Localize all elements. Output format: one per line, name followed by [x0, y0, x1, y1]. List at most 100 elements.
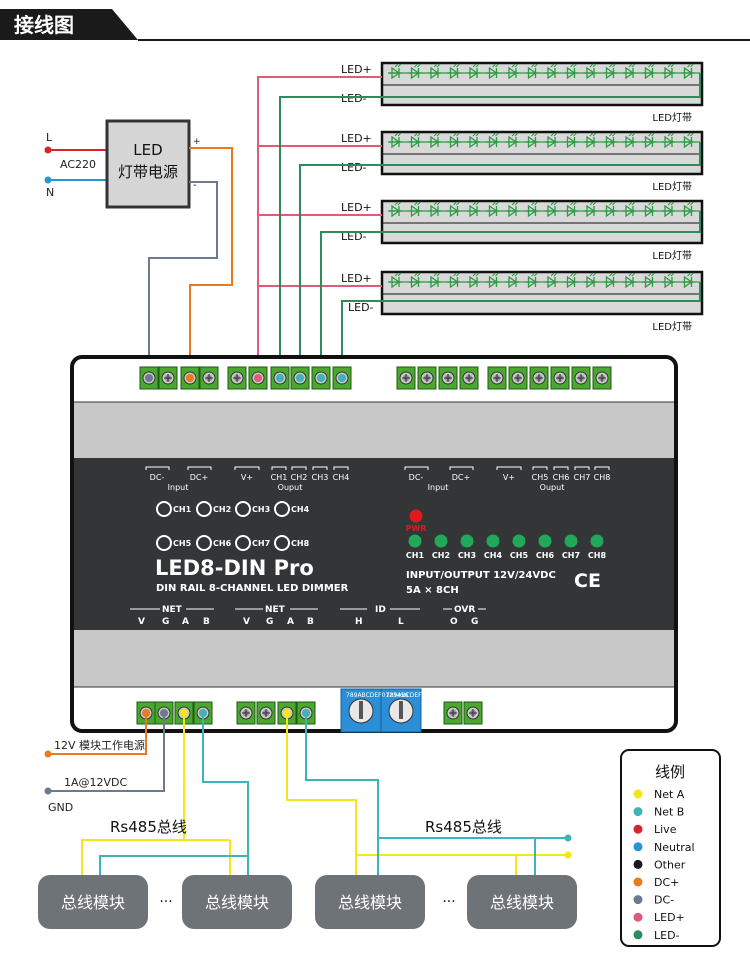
- svg-text:CH3: CH3: [252, 505, 270, 514]
- led-strips: LED+LED-LED灯带LED+LED-LED灯带LED+LED-LED灯带L…: [341, 61, 704, 333]
- terminal: [550, 366, 570, 390]
- svg-text:OVR: OVR: [454, 605, 475, 615]
- bus-left: [81, 713, 249, 875]
- legend-item: Net A: [654, 788, 685, 801]
- svg-text:CH4: CH4: [333, 473, 350, 482]
- svg-text:CH7: CH7: [574, 473, 591, 482]
- svg-text:总线模块: 总线模块: [338, 893, 402, 912]
- legend-item: LED+: [654, 911, 685, 924]
- terminal: [571, 366, 591, 390]
- svg-text:789ABCDEF0123456: 789ABCDEF0123456: [346, 692, 409, 699]
- channel-led: [460, 534, 474, 548]
- channel-button-1[interactable]: CH1: [156, 501, 192, 517]
- led-strip: LED+ LED- LED灯带: [341, 199, 704, 262]
- bus-module: 总线模块: [467, 875, 577, 929]
- channel-led-label: CH8: [588, 551, 607, 560]
- svg-text:NET: NET: [265, 605, 286, 615]
- legend-swatch: [633, 789, 643, 799]
- ac-l-label: L: [46, 131, 53, 144]
- svg-text:CH3: CH3: [312, 473, 329, 482]
- legend-title: 线例: [655, 763, 685, 781]
- led-power-supply: LED 灯带电源 + -: [105, 119, 201, 209]
- module-current-label: 1A@12VDC: [64, 776, 128, 789]
- channel-led-label: CH5: [510, 551, 529, 560]
- svg-text:Ouput: Ouput: [540, 483, 565, 492]
- svg-text:CH1: CH1: [271, 473, 288, 482]
- channel-button-4[interactable]: CH4: [274, 501, 310, 517]
- pwr-label: PWR: [406, 524, 427, 533]
- svg-text:CH4: CH4: [291, 505, 310, 514]
- svg-text:DC+: DC+: [452, 473, 470, 482]
- legend-item: Neutral: [654, 841, 695, 854]
- legend-item: Other: [654, 858, 686, 871]
- channel-led-label: CH2: [432, 551, 450, 560]
- dc-minus-wire: [148, 181, 218, 378]
- strip-name: LED灯带: [652, 112, 692, 124]
- svg-text:G: G: [162, 617, 169, 627]
- legend-swatch: [633, 912, 643, 922]
- terminal: [508, 366, 528, 390]
- svg-text:CH5: CH5: [173, 539, 192, 548]
- terminal: [158, 366, 178, 390]
- page-title: 接线图: [14, 13, 74, 37]
- ac-n-label: N: [46, 186, 54, 199]
- terminal: [417, 366, 437, 390]
- bus-label-left: Rs485总线: [110, 818, 187, 836]
- psu-line2: 灯带电源: [118, 163, 178, 181]
- strip-name: LED灯带: [652, 321, 692, 333]
- id-dials[interactable]: 789ABCDEF0123456 789ABCDEF0123456: [340, 688, 449, 733]
- svg-text:总线模块: 总线模块: [61, 893, 125, 912]
- channel-led-label: CH6: [536, 551, 555, 560]
- legend-swatch: [633, 859, 643, 869]
- channel-led: [408, 534, 422, 548]
- svg-text:V+: V+: [241, 473, 253, 482]
- svg-text:A: A: [182, 617, 189, 627]
- strip-name: LED灯带: [652, 250, 692, 262]
- terminal: [396, 366, 416, 390]
- led-minus-label: LED-: [348, 301, 374, 314]
- controller: [70, 355, 678, 733]
- bus-dots: ···: [159, 894, 172, 910]
- channel-button-2[interactable]: CH2: [196, 501, 231, 517]
- led-plus-label: LED+: [341, 201, 372, 214]
- model-desc: DIN RAIL 8-CHANNEL LED DIMMER: [156, 583, 349, 594]
- channel-button-3[interactable]: CH3: [235, 501, 270, 517]
- terminal: [227, 366, 247, 390]
- channel-button-6[interactable]: CH6: [196, 535, 232, 551]
- svg-text:NET: NET: [162, 605, 183, 615]
- legend-swatch: [633, 930, 643, 940]
- legend-swatch: [633, 877, 643, 887]
- led-strip: LED+ LED- LED灯带: [341, 270, 704, 333]
- module-gnd-wire: [48, 713, 165, 792]
- svg-text:CH8: CH8: [594, 473, 611, 482]
- channel-led: [434, 534, 448, 548]
- legend-swatch: [633, 895, 643, 905]
- svg-text:V: V: [243, 617, 250, 627]
- channel-button-7[interactable]: CH7: [235, 535, 270, 551]
- svg-text:DC-: DC-: [409, 473, 424, 482]
- pwr-led: [409, 509, 423, 523]
- channel-led-label: CH7: [562, 551, 580, 560]
- svg-text:H: H: [355, 617, 363, 627]
- svg-text:O: O: [450, 617, 458, 627]
- psu-plus: +: [193, 137, 201, 147]
- led-minus-label: LED-: [341, 230, 367, 243]
- led-plus-label: LED+: [341, 272, 372, 285]
- svg-text:总线模块: 总线模块: [490, 893, 554, 912]
- terminal: [256, 701, 276, 725]
- svg-text:CH1: CH1: [173, 505, 192, 514]
- channel-button-5[interactable]: CH5: [156, 535, 192, 551]
- channel-led-label: CH3: [458, 551, 476, 560]
- svg-text:CH7: CH7: [252, 539, 270, 548]
- led-wires: [257, 73, 701, 378]
- legend-item: Live: [654, 823, 677, 836]
- terminal: [463, 701, 483, 725]
- bus-module: 总线模块: [38, 875, 148, 929]
- bus-label-right: Rs485总线: [425, 818, 502, 836]
- svg-text:A: A: [287, 617, 294, 627]
- io-rating: INPUT/OUTPUT 12V/24VDC: [406, 570, 556, 581]
- channel-button-8[interactable]: CH8: [274, 535, 310, 551]
- header: 接线图: [0, 9, 750, 41]
